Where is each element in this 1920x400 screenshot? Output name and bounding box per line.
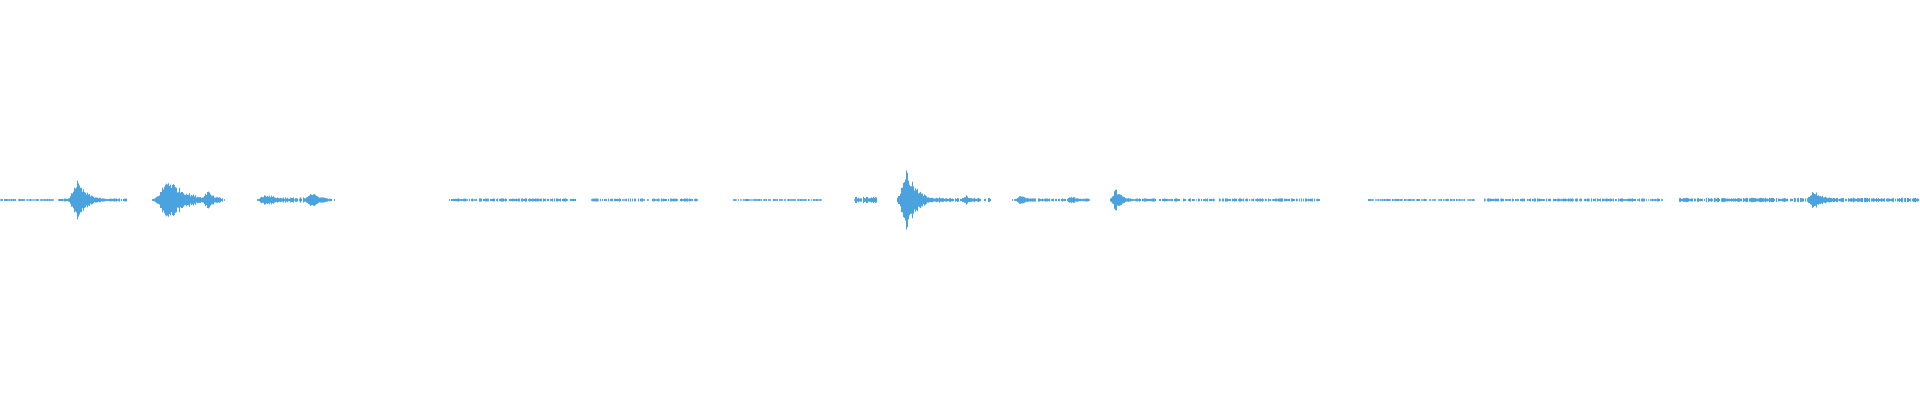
waveform-samples	[0, 170, 1919, 230]
